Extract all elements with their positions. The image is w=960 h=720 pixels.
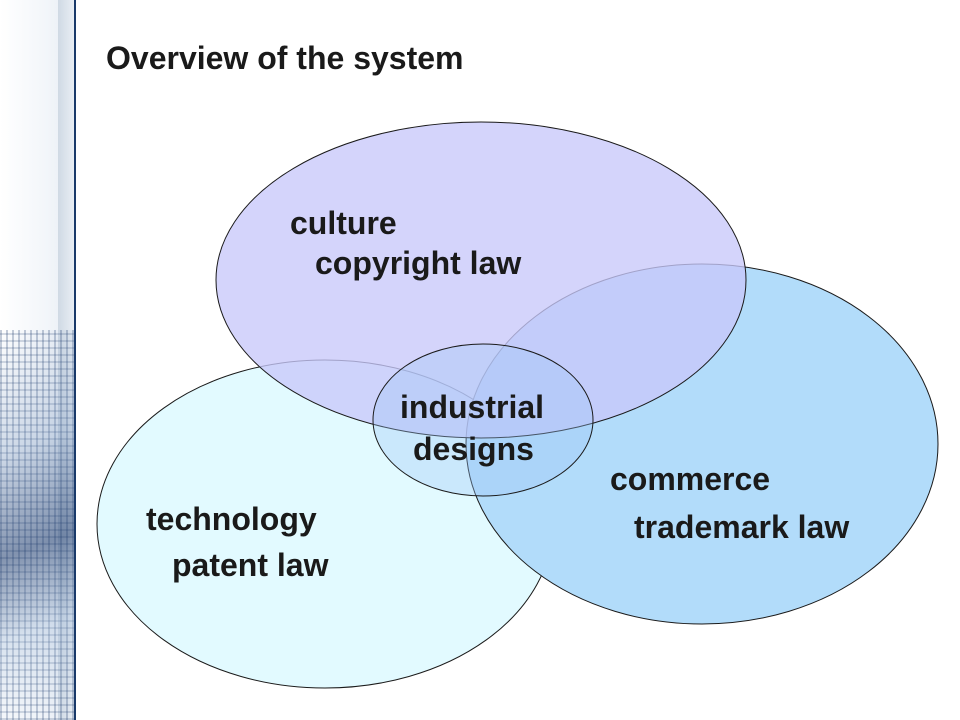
trademark-law-label: trademark law bbox=[634, 509, 849, 545]
technology-label: technology bbox=[146, 501, 317, 537]
culture-label: culture bbox=[290, 205, 397, 241]
industrial-label: industrial bbox=[400, 389, 544, 425]
band-graphic bbox=[0, 330, 74, 720]
page-title: Overview of the system bbox=[106, 40, 464, 76]
industrial-designs-circle bbox=[372, 343, 594, 497]
designs-label: designs bbox=[413, 431, 534, 467]
left-decorative-band bbox=[0, 0, 76, 720]
culture-circle bbox=[215, 121, 747, 439]
band-edge-line bbox=[74, 0, 76, 720]
commerce-label: commerce bbox=[610, 461, 770, 497]
patent-law-label: patent law bbox=[172, 547, 329, 583]
copyright-law-label: copyright law bbox=[315, 245, 521, 281]
